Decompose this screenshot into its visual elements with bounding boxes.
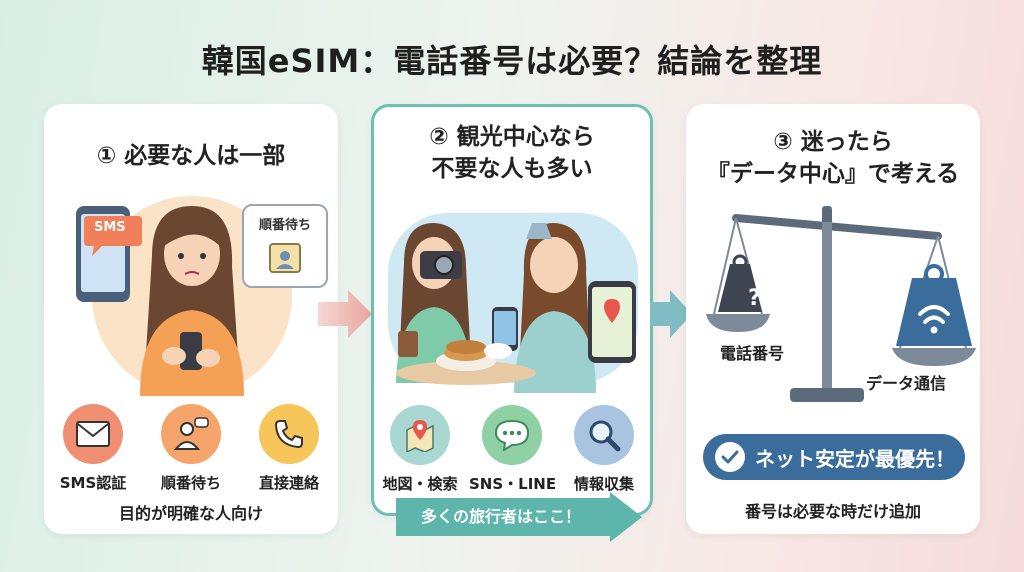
queue-bubble-text: 順番待ち	[258, 218, 311, 233]
icon-label: SNS・LINE	[469, 475, 557, 493]
icon-item-map: 地図・検索	[377, 405, 463, 494]
phone-icon	[259, 404, 319, 464]
person-chat-icon	[161, 404, 221, 464]
banner-text: 多くの旅行者はここ！	[420, 507, 581, 526]
envelope-icon	[63, 404, 123, 464]
sms-bubble-icon	[84, 216, 142, 256]
card-needed-few: ① 必要な人は一部 SMS 順番待ち SMS	[44, 104, 338, 534]
arrow-right-icon	[650, 290, 692, 338]
icon-label: 直接連絡	[258, 474, 319, 492]
icon-item-sns: SNS・LINE	[469, 405, 557, 494]
travelers-banner: 多くの旅行者はここ！	[396, 492, 644, 542]
weight-question-mark: ?	[748, 286, 761, 311]
balance-scale-illustration	[706, 206, 976, 402]
card2-heading-line1: ② 観光中心なら	[429, 124, 595, 150]
icon-label: 地図・検索	[382, 475, 458, 493]
map-pin-icon	[390, 405, 450, 465]
icon-label: SMS認証	[59, 474, 127, 492]
card-tourism: ② 観光中心なら 不要な人も多い 地図・検索	[371, 104, 653, 516]
calendar-person-icon	[269, 243, 301, 273]
sms-bubble-text: SMS	[94, 220, 126, 235]
tourists-cafe-illustration	[388, 213, 638, 393]
weight-left-label: 電話番号	[720, 344, 785, 363]
chat-bubble-icon	[482, 405, 542, 465]
page-title: 韓国eSIM：電話番号は必要？結論を整理	[201, 42, 823, 80]
card2-icon-row: 地図・検索 SNS・LINE 情報収集	[374, 405, 650, 494]
icon-item-direct: 直接連絡	[246, 404, 332, 493]
magnifier-icon	[574, 405, 634, 465]
card2-heading-line2: 不要な人も多い	[431, 156, 593, 182]
card3-footer: 番号は必要な時だけ追加	[744, 502, 921, 521]
card1-heading: ① 必要な人は一部	[96, 143, 286, 169]
icon-item-queue: 順番待ち	[148, 404, 234, 493]
queue-bubble: 順番待ち	[242, 204, 328, 288]
net-stability-pill: ネット安定が最優先！	[703, 434, 965, 480]
card1-footer: 目的が明確な人向け	[118, 504, 263, 523]
card3-heading-line2: 『データ中心』で考える	[706, 161, 960, 187]
icon-item-info: 情報収集	[561, 405, 647, 494]
banner-arrow-icon	[396, 492, 642, 542]
card1-icon-row: SMS認証 順番待ち 直接連絡	[44, 404, 338, 493]
icon-label: 順番待ち	[160, 474, 221, 492]
icon-label: 情報収集	[573, 475, 634, 493]
card3-heading-line1: ③ 迷ったら	[773, 129, 893, 155]
arrow-right-icon	[318, 290, 372, 338]
check-icon	[715, 442, 745, 472]
icon-item-sms: SMS認証	[50, 404, 136, 493]
pill-text: ネット安定が最優先！	[755, 446, 955, 471]
weight-right-label: データ通信	[866, 374, 947, 393]
